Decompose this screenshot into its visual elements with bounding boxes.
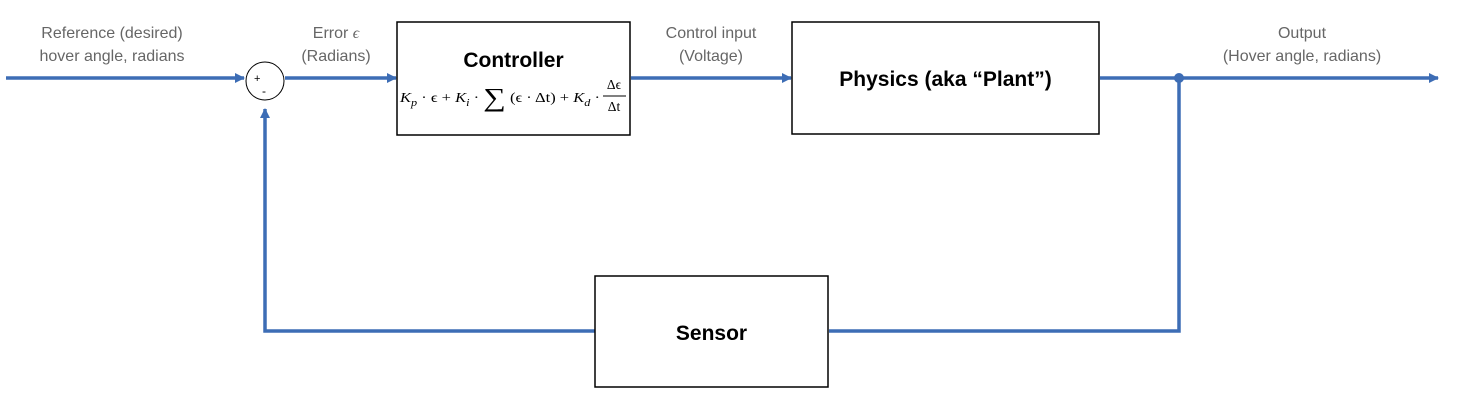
error-label: Error ϵ xyxy=(313,25,360,42)
control-input-label-line2: (Voltage) xyxy=(679,48,743,65)
minus-sign: - xyxy=(262,84,266,98)
reference-label-line2: hover angle, radians xyxy=(40,48,185,65)
plant-title: Physics (aka “Plant”) xyxy=(839,68,1051,91)
sensor-title: Sensor xyxy=(676,322,747,345)
error-units-label: (Radians) xyxy=(301,48,370,65)
formula-fraction-numerator: Δϵ xyxy=(607,77,622,92)
feedback-wire-to-sensor xyxy=(829,78,1181,333)
summing-junction: + - xyxy=(245,61,285,101)
feedback-wire-to-junction xyxy=(260,108,595,333)
sensor-block: Sensor xyxy=(594,275,829,388)
output-label-line1: Output xyxy=(1278,25,1327,42)
branch-point xyxy=(1174,73,1184,83)
output-label-line2: (Hover angle, radians) xyxy=(1223,48,1381,65)
reference-label-line1: Reference (desired) xyxy=(41,25,182,42)
controller-title: Controller xyxy=(463,49,563,72)
plant-block: Physics (aka “Plant”) xyxy=(791,21,1100,135)
control-input-label-line1: Control input xyxy=(666,25,757,42)
formula-fraction-denominator: Δt xyxy=(608,99,621,114)
plus-sign: + xyxy=(254,73,260,85)
